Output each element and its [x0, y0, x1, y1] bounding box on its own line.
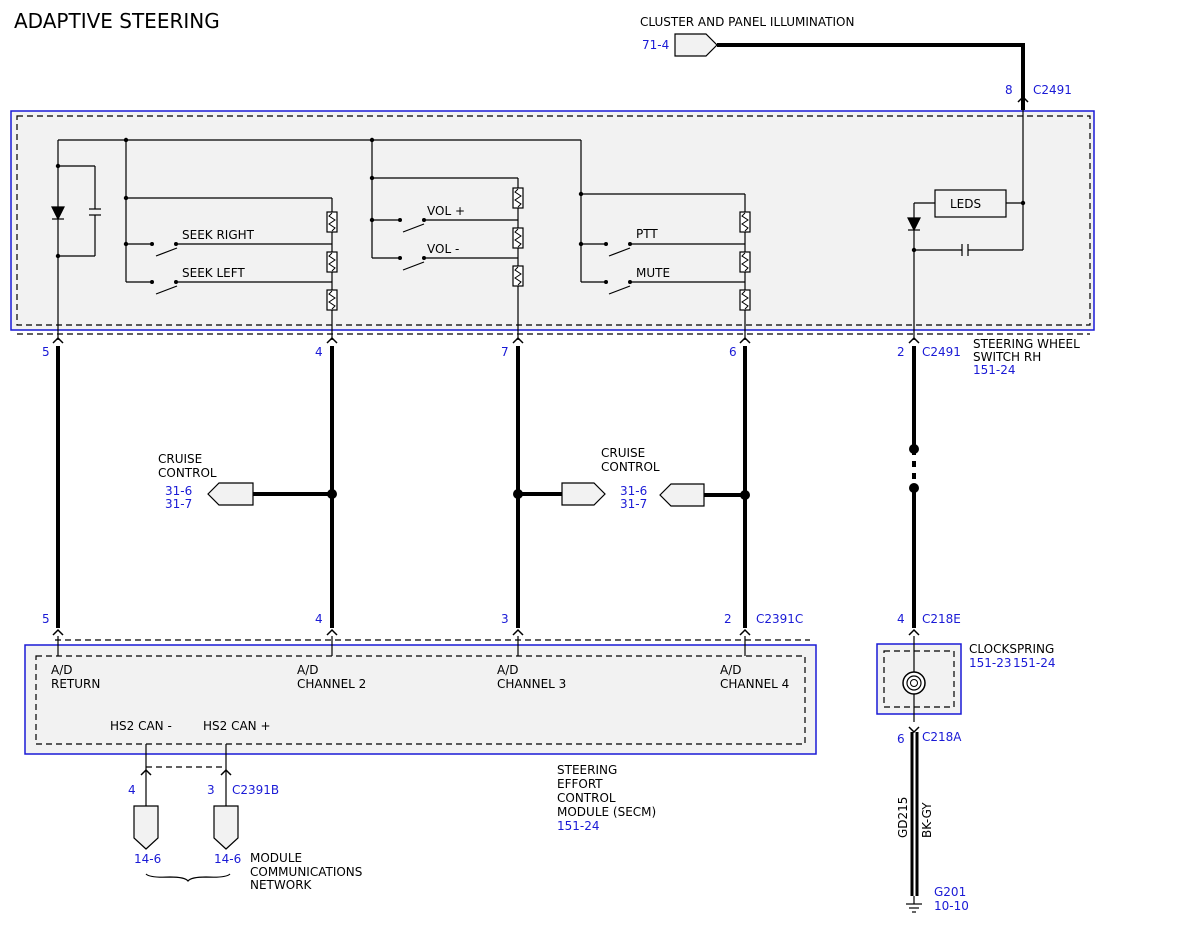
switch-pin-5: 5 [42, 345, 50, 359]
circuit-wires [56, 346, 916, 628]
can-pin-a: 4 [128, 783, 136, 797]
splice-dots [327, 444, 919, 500]
cruise-right-in-connector [659, 483, 705, 507]
can-terminal-a [133, 805, 159, 850]
secm-name-1: STEERING [557, 763, 617, 777]
ground-color: BK-GY [920, 802, 934, 838]
secm-pin-2: 2 [724, 612, 732, 626]
clockspring-ref1[interactable]: 151-23 [969, 656, 1012, 670]
can-net-3: NETWORK [250, 878, 313, 892]
secm-name-2: EFFORT [557, 777, 603, 791]
clockspring-ref2[interactable]: 151-24 [1013, 656, 1056, 670]
clockspring-conn-in[interactable]: C218E [922, 612, 961, 626]
page-title: ADAPTIVE STEERING [14, 9, 220, 33]
cruise-left-connector [207, 482, 254, 506]
can-net-2: COMMUNICATIONS [250, 865, 362, 879]
switch-pin-7: 7 [501, 345, 509, 359]
clockspring-name: CLOCKSPRING [969, 642, 1054, 656]
secm-can-minus: HS2 CAN - [110, 719, 172, 733]
secm-ch1-b: RETURN [51, 677, 100, 691]
can-connector-id[interactable]: C2391B [232, 783, 279, 797]
ground-symbol-icon [906, 896, 922, 913]
cruise-right-ref1[interactable]: 31-6 [620, 484, 647, 498]
can-brace [145, 873, 231, 882]
illumination-ref[interactable]: 71-4 [642, 38, 669, 52]
top-connector-id[interactable]: C2491 [1033, 83, 1072, 97]
secm-ch3-a: A/D [497, 663, 519, 677]
vol-plus-label: VOL + [427, 204, 465, 218]
secm-ch4-b: CHANNEL 4 [720, 677, 789, 691]
secm-pin-arrows [52, 629, 920, 636]
cruise-left-ref1[interactable]: 31-6 [165, 484, 192, 498]
cruise-right-line1: CRUISE [601, 446, 645, 460]
secm-pin-5: 5 [42, 612, 50, 626]
switch-pin-arrows [52, 337, 920, 344]
can-pin-b: 3 [207, 783, 215, 797]
clockspring-pin-out: 6 [897, 732, 905, 746]
switch-junctions [55, 137, 1026, 284]
cruise-right-ref2[interactable]: 31-7 [620, 497, 647, 511]
cruise-left-line1: CRUISE [158, 452, 202, 466]
cruise-left-line2: CONTROL [158, 466, 217, 480]
secm-ch3-b: CHANNEL 3 [497, 677, 566, 691]
can-ref-a[interactable]: 14-6 [134, 852, 161, 866]
secm-ch2-b: CHANNEL 2 [297, 677, 366, 691]
switch-pin-4: 4 [315, 345, 323, 359]
secm-name-3: CONTROL [557, 791, 616, 805]
secm-ch1-a: A/D [51, 663, 73, 677]
steering-wheel-switch-box [10, 110, 1095, 331]
secm-pin-4: 4 [315, 612, 323, 626]
ptt-label: PTT [636, 227, 658, 241]
secm-connector-id[interactable]: C2391C [756, 612, 803, 626]
leds-label: LEDS [950, 197, 981, 211]
switch-connector-id[interactable]: C2491 [922, 345, 961, 359]
can-net-1: MODULE [250, 851, 302, 865]
cruise-right-line2: CONTROL [601, 460, 660, 474]
switch-name-line1: STEERING WHEEL [973, 337, 1080, 351]
clockspring-pin-in: 4 [897, 612, 905, 626]
vol-minus-label: VOL - [427, 242, 459, 256]
ground-id[interactable]: G201 [934, 885, 966, 899]
mute-label: MUTE [636, 266, 670, 280]
can-ref-b[interactable]: 14-6 [214, 852, 241, 866]
ground-circuit: GD215 [896, 797, 910, 838]
secm-ref[interactable]: 151-24 [557, 819, 600, 833]
switch-ref[interactable]: 151-24 [973, 363, 1016, 377]
clockspring-conn-out[interactable]: C218A [922, 730, 962, 744]
seek-right-label: SEEK RIGHT [182, 228, 255, 242]
clockspring-box [876, 643, 962, 715]
illumination-label: CLUSTER AND PANEL ILLUMINATION [640, 15, 854, 29]
top-pin: 8 [1005, 83, 1013, 97]
cruise-left-ref2[interactable]: 31-7 [165, 497, 192, 511]
can-terminal-b [213, 805, 239, 850]
illumination-wire [717, 43, 1025, 110]
switch-name-line2: SWITCH RH [973, 350, 1041, 364]
cruise-right-out-connector [561, 482, 606, 506]
secm-name-4: MODULE (SECM) [557, 805, 656, 819]
can-wiring [145, 744, 227, 806]
switch-pin-6: 6 [729, 345, 737, 359]
seek-left-label: SEEK LEFT [182, 266, 245, 280]
secm-ch4-a: A/D [720, 663, 742, 677]
secm-box [24, 644, 817, 755]
ground-ref[interactable]: 10-10 [934, 899, 969, 913]
switch-pin-2: 2 [897, 345, 905, 359]
clockspring-coil-icon [902, 671, 926, 695]
illumination-connector-shape [674, 33, 718, 57]
secm-can-plus: HS2 CAN + [203, 719, 271, 733]
leds-box [934, 189, 1007, 218]
secm-ch2-a: A/D [297, 663, 319, 677]
secm-pin-3: 3 [501, 612, 509, 626]
